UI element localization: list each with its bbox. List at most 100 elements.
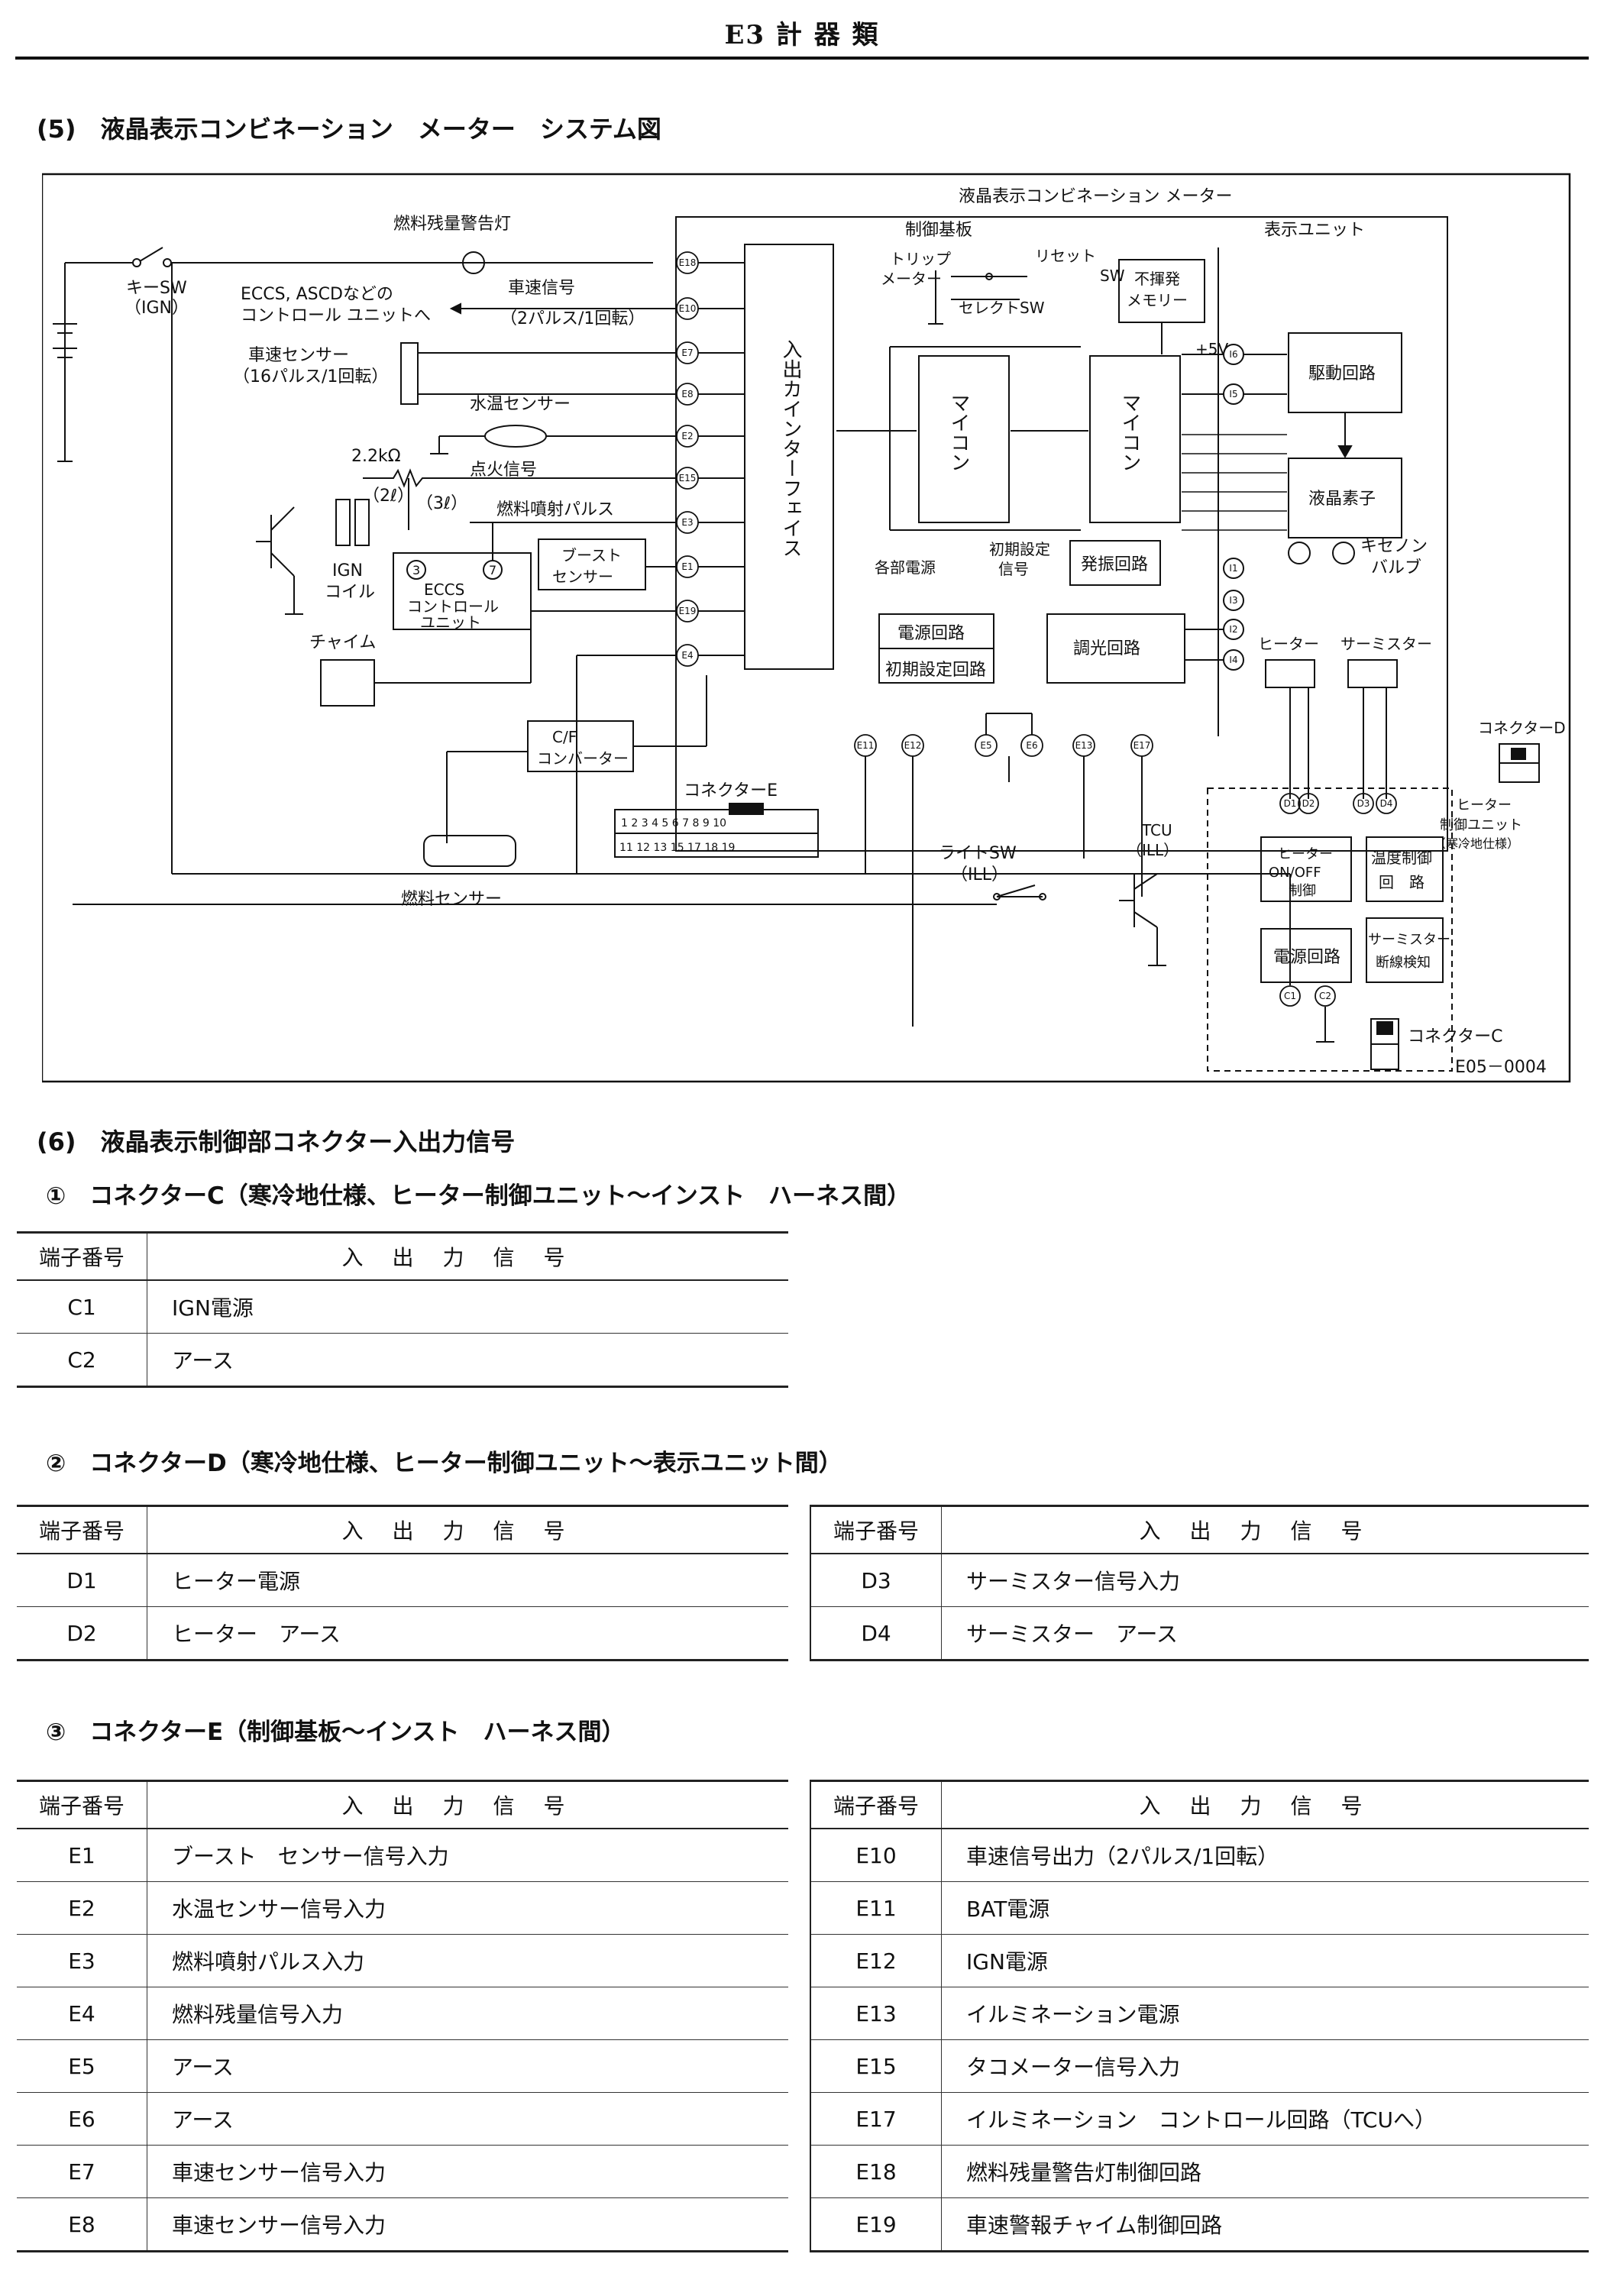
svg-text:ヒーター: ヒーター — [1457, 797, 1512, 813]
svg-text:E1: E1 — [681, 561, 693, 572]
svg-text:電源回路: 電源回路 — [897, 624, 965, 643]
svg-text:E12: E12 — [904, 740, 922, 751]
svg-text:コネクターE: コネクターE — [684, 781, 778, 800]
svg-text:ユニット: ユニット — [420, 613, 481, 632]
svg-text:ブースト: ブースト — [561, 546, 622, 564]
svg-text:E11: E11 — [857, 740, 875, 751]
connector-e-title: ③ コネクターE（制御基板～インスト ハーネス間） — [46, 1719, 626, 1746]
svg-text:I5: I5 — [1229, 389, 1237, 399]
svg-text:メモリー: メモリー — [1127, 291, 1188, 309]
svg-text:チャイム: チャイム — [309, 633, 376, 652]
svg-text:D2: D2 — [1302, 798, 1315, 809]
svg-text:E6: E6 — [1026, 740, 1037, 751]
svg-text:回 路: 回 路 — [1379, 873, 1425, 891]
connector-c-table: 端子番号 入出力信号 C1 IGN電源 C2 アース — [17, 1231, 788, 1388]
system-diagram: 液晶表示コンビネーション メーター 制御基板 表示ユニット キーSW （IGN）… — [42, 173, 1571, 1083]
svg-text:調光回路: 調光回路 — [1073, 639, 1140, 658]
svg-text:E19: E19 — [679, 606, 697, 616]
svg-text:メーター: メーター — [881, 270, 942, 288]
key-sw-label: キーSW — [126, 279, 187, 298]
svg-text:コンバーター: コンバーター — [537, 749, 629, 768]
svg-text:（3ℓ）: （3ℓ） — [416, 494, 467, 513]
chime-icon — [320, 659, 375, 707]
svg-text:E18: E18 — [679, 257, 697, 268]
svg-text:E10: E10 — [679, 303, 697, 314]
svg-text:マイコン: マイコン — [1118, 393, 1141, 472]
svg-text:発振回路: 発振回路 — [1081, 555, 1148, 574]
svg-text:センサー: センサー — [552, 568, 613, 586]
table-row: D3 サーミスター信号入力 — [810, 1554, 1589, 1607]
meter-title-label: 液晶表示コンビネーション メーター — [959, 187, 1233, 206]
svg-text:コントロール: コントロール — [407, 597, 499, 616]
speed-sensor-coil-icon — [400, 342, 419, 405]
svg-text:初期設定回路: 初期設定回路 — [885, 661, 986, 680]
svg-text:ライトSW: ライトSW — [939, 844, 1017, 863]
svg-text:TCU: TCU — [1141, 821, 1172, 839]
svg-text:燃料噴射パルス: 燃料噴射パルス — [496, 500, 614, 519]
svg-text:I1: I1 — [1229, 563, 1237, 574]
svg-text:1 2 3 4 5 6 7 8 9 10: 1 2 3 4 5 6 7 8 9 10 — [621, 817, 726, 829]
io-interface-label: 入出カインターフェイス — [779, 339, 802, 558]
svg-text:制御ユニット: 制御ユニット — [1440, 817, 1522, 833]
connector-c-title: ① コネクターC（寒冷地仕様、ヒーター制御ユニット～インスト ハーネス間） — [46, 1182, 911, 1210]
svg-text:2.2kΩ: 2.2kΩ — [351, 447, 401, 466]
svg-text:E3: E3 — [681, 517, 693, 528]
svg-text:不揮発: 不揮発 — [1134, 270, 1180, 288]
svg-text:車速信号: 車速信号 — [508, 279, 575, 298]
svg-text:車速センサー: 車速センサー — [248, 346, 349, 365]
svg-text:C2: C2 — [1319, 991, 1331, 1001]
svg-text:I2: I2 — [1229, 624, 1237, 635]
svg-text:I4: I4 — [1229, 655, 1237, 665]
table-row: D4 サーミスター アース — [810, 1606, 1589, 1661]
svg-text:（16パルス/1回転）: （16パルス/1回転） — [233, 367, 388, 386]
fuel-warn-lamp-label: 燃料残量警告灯 — [393, 215, 511, 234]
ctrl-board-label: 制御基板 — [905, 221, 972, 240]
svg-text:制御: 制御 — [1289, 883, 1316, 899]
svg-text:（2パルス/1回転）: （2パルス/1回転） — [500, 309, 645, 328]
svg-text:D1: D1 — [1284, 798, 1297, 809]
water-sensor-icon — [484, 425, 547, 448]
svg-text:3: 3 — [412, 563, 420, 577]
svg-text:C1: C1 — [1284, 991, 1296, 1001]
svg-text:断線検知: 断線検知 — [1376, 955, 1431, 971]
svg-text:初期設定: 初期設定 — [989, 540, 1050, 558]
svg-text:水温センサー: 水温センサー — [470, 395, 571, 414]
table-row: D2 ヒーター アース — [17, 1606, 788, 1661]
svg-text:E5: E5 — [980, 740, 991, 751]
svg-text:11 12 13 15 17 18 19: 11 12 13 15 17 18 19 — [619, 842, 735, 854]
svg-text:温度制御: 温度制御 — [1371, 849, 1432, 867]
svg-text:E17: E17 — [1133, 740, 1151, 751]
svg-text:電源回路: 電源回路 — [1273, 948, 1340, 967]
svg-text:駆動回路: 駆動回路 — [1308, 364, 1376, 383]
connector-d-title: ② コネクターD（寒冷地仕様、ヒーター制御ユニット～表示ユニット間） — [46, 1450, 842, 1477]
svg-text:マイコン: マイコン — [947, 393, 970, 472]
svg-text:セレクトSW: セレクトSW — [959, 299, 1045, 317]
svg-text:（2ℓ）: （2ℓ） — [363, 487, 414, 506]
display-unit-label: 表示ユニット — [1264, 221, 1365, 240]
page-header: E3 計 器 類 — [15, 11, 1589, 60]
svg-text:IGN: IGN — [332, 561, 363, 580]
svg-text:E4: E4 — [681, 650, 693, 661]
svg-text:キセノン: キセノン — [1360, 537, 1428, 556]
section6-title: (6) 液晶表示制御部コネクター入出力信号 — [37, 1127, 516, 1156]
svg-text:E15: E15 — [679, 473, 697, 483]
svg-text:D3: D3 — [1357, 798, 1370, 809]
svg-text:I6: I6 — [1229, 349, 1237, 360]
svg-text:リセット: リセット — [1035, 247, 1096, 265]
svg-text:E2: E2 — [681, 431, 693, 441]
svg-text:（ILL）: （ILL） — [951, 865, 1008, 884]
svg-text:信号: 信号 — [998, 560, 1029, 578]
table-row: C2 アース — [17, 1333, 788, 1387]
svg-text:燃料センサー: 燃料センサー — [401, 890, 502, 909]
